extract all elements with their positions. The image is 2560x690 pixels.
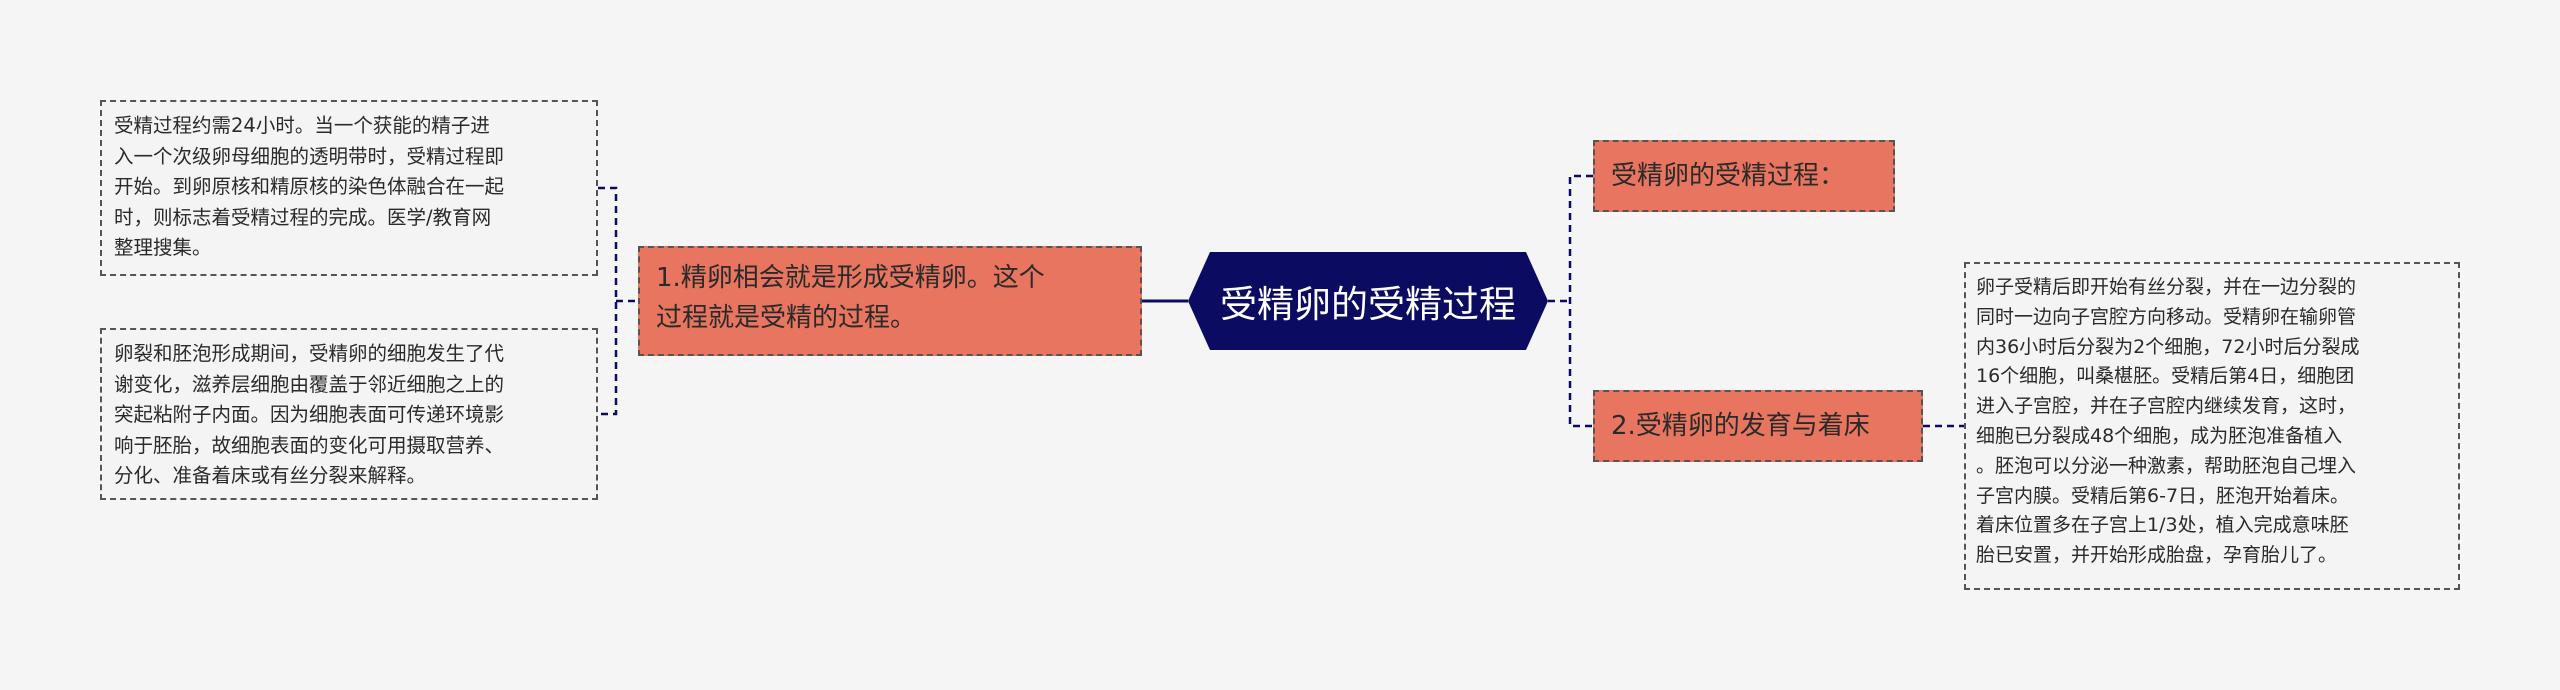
note-line: 开始。到卵原核和精原核的染色体融合在一起 <box>114 175 505 198</box>
note-line: 卵裂和胚泡形成期间，受精卵的细胞发生了代 <box>114 342 505 365</box>
main-topic-right-1[interactable]: 受精卵的受精过程： <box>1593 140 1895 212</box>
note-line: 时，则标志着受精过程的完成。医学/教育网 <box>114 205 492 229</box>
main-topic-left[interactable]: 1.精卵相会就是形成受精卵。这个 过程就是受精的过程。 <box>638 246 1142 356</box>
central-topic-label: 受精卵的受精过程 <box>1220 283 1516 326</box>
note-line: 响于胚胎，故细胞表面的变化可用摄取营养、 <box>114 433 505 457</box>
note-line: 谢变化，滋养层细胞由覆盖于邻近细胞之上的 <box>114 372 505 396</box>
note-line: 整理搜集。 <box>114 236 212 259</box>
note-line: 着床位置多在子宫上1/3处，植入完成意味胚 <box>1976 514 2349 537</box>
note-cleavage-blastocyst[interactable]: 卵裂和胚泡形成期间，受精卵的细胞发生了代 谢变化，滋养层细胞由覆盖于邻近细胞之上… <box>100 328 598 500</box>
note-line: 分化、准备着床或有丝分裂来解释。 <box>114 464 427 487</box>
note-line: 细胞已分裂成48个细胞，成为胚泡准备植入 <box>1976 424 2343 447</box>
note-line: 胎已安置，并开始形成胎盘，孕育胎儿了。 <box>1976 544 2338 567</box>
main-topic-left-line-1: 1.精卵相会就是形成受精卵。这个 <box>656 263 1045 293</box>
note-line: 进入子宫腔，并在子宫腔内继续发育，这时， <box>1976 395 2357 418</box>
note-line: 。胚泡可以分泌一种激素，帮助胚泡自己埋入 <box>1976 454 2357 477</box>
note-line: 卵子受精后即开始有丝分裂，并在一边分裂的 <box>1976 276 2357 298</box>
main-topic-right-1-label: 受精卵的受精过程： <box>1611 161 1846 191</box>
note-line: 入一个次级卵母细胞的透明带时，受精过程即 <box>114 144 505 168</box>
central-topic[interactable]: 受精卵的受精过程 <box>1188 252 1548 350</box>
connector-right-bracket <box>1568 174 1593 428</box>
note-line: 同时一边向子宫腔方向移动。受精卵在输卵管 <box>1976 305 2357 328</box>
main-topic-right-2-label: 2.受精卵的发育与着床 <box>1611 411 1870 441</box>
note-fertilization-duration[interactable]: 受精过程约需24小时。当一个获能的精子进 入一个次级卵母细胞的透明带时，受精过程… <box>100 100 598 276</box>
main-topic-right-2[interactable]: 2.受精卵的发育与着床 <box>1593 390 1923 462</box>
note-line: 受精过程约需24小时。当一个获能的精子进 <box>114 114 490 137</box>
note-development-implantation[interactable]: 卵子受精后即开始有丝分裂，并在一边分裂的 同时一边向子宫腔方向移动。受精卵在输卵… <box>1964 262 2460 590</box>
note-line: 内36小时后分裂为2个细胞，72小时后分裂成 <box>1976 335 2360 358</box>
connector-left-bracket <box>598 186 618 416</box>
note-line: 子宫内膜。受精后第6-7日，胚泡开始着床。 <box>1976 484 2350 507</box>
main-topic-left-line-2: 过程就是受精的过程。 <box>656 303 917 333</box>
note-line: 16个细胞，叫桑椹胚。受精后第4日，细胞团 <box>1976 365 2355 388</box>
note-line: 突起粘附子内面。因为细胞表面可传递环境影 <box>114 403 505 426</box>
